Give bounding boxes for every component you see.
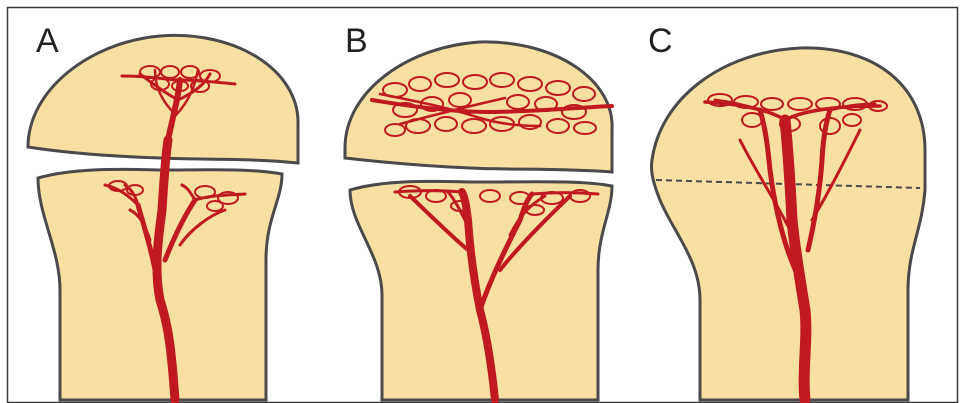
panel-c: C [648,22,925,400]
panel-b-label: B [345,22,368,60]
panel-a-label: A [36,22,59,60]
panel-b: B [345,22,612,400]
panel-b-metaphysis [350,181,612,400]
panel-c-label: C [648,22,673,60]
panel-a: A [28,22,298,400]
